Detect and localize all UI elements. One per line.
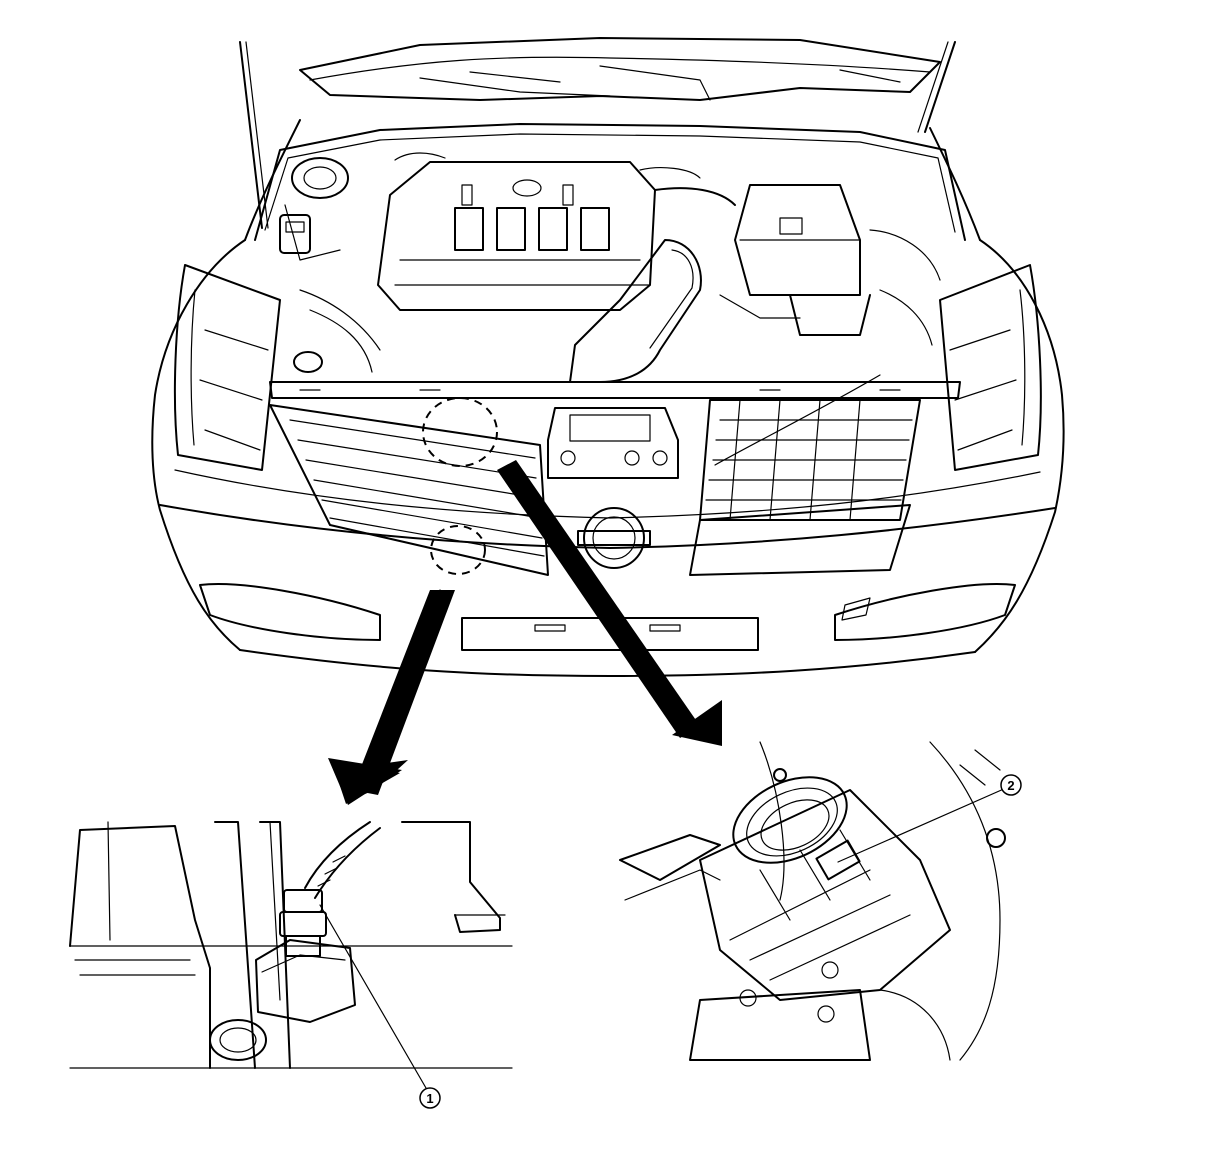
callout-2-number: 2 [1007, 778, 1014, 793]
callout-1-number: 1 [426, 1091, 433, 1106]
front-grille [269, 404, 549, 576]
sensor-2-connector [815, 839, 861, 881]
condenser [699, 399, 921, 521]
pointer-arrows [328, 460, 722, 805]
callout-1-circle [419, 1087, 441, 1109]
front-body [151, 119, 1065, 677]
open-hood [299, 37, 941, 101]
headlamp-left [173, 264, 281, 471]
engine-cover [377, 161, 656, 311]
battery [719, 184, 871, 336]
nissan-emblem [577, 507, 651, 569]
detail-view-2 [619, 741, 1007, 1061]
vehicle-front-view [151, 37, 1065, 677]
compressor-pulley [732, 768, 848, 864]
callout-2-circle [1000, 774, 1022, 796]
strut-tower-left [279, 157, 349, 261]
detail-circle-sensor-1 [430, 525, 486, 575]
sensor-1-body [283, 889, 323, 913]
radiator-support [269, 381, 961, 399]
detail-view-1 [69, 821, 513, 1089]
hood-latch [547, 407, 679, 479]
detail-circle-sensor-2 [422, 397, 498, 467]
hood-prop-rod [239, 41, 263, 229]
headlamp-right [939, 264, 1042, 471]
